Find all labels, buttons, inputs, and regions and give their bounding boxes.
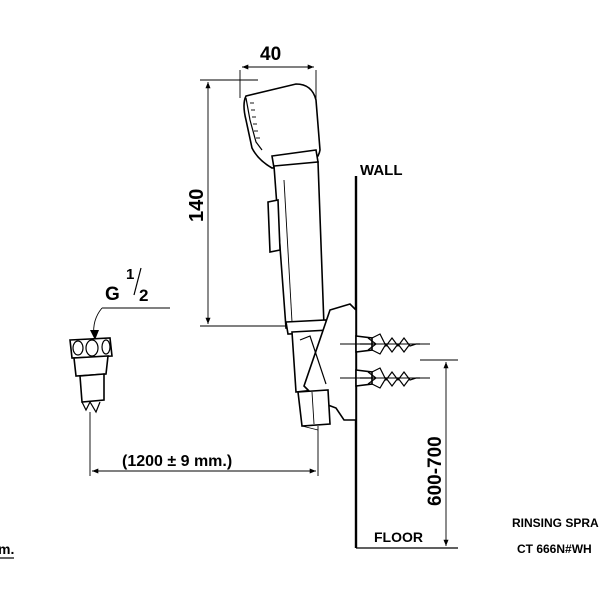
hose-length-value: (1200 ± 9 mm.) [122, 453, 232, 470]
floor-label: FLOOR [374, 529, 423, 545]
width-dimension-value: 40 [260, 44, 281, 65]
height-dimension: 140 [186, 79, 300, 327]
thread-g-label: G [105, 284, 120, 305]
unit-note-fragment: m. [0, 541, 14, 557]
thread-numerator: 1 [126, 266, 134, 283]
spray-head [243, 83, 329, 335]
model-number: CT 666N#WH [517, 542, 592, 556]
height-dimension-value: 140 [186, 189, 208, 222]
thread-callout: G 1 2 [90, 266, 170, 340]
wall-anchor-bottom [340, 367, 430, 389]
hose-length-dimension: (1200 ± 9 mm.) [89, 412, 319, 476]
wall-bracket [291, 303, 357, 427]
thread-denominator: 2 [139, 286, 148, 305]
width-dimension: 40 [239, 44, 317, 110]
hose-line [301, 425, 319, 431]
hose-connector [69, 337, 113, 414]
mount-height-value: 600-700 [425, 436, 446, 506]
product-title: RINSING SPRA [512, 516, 599, 530]
mount-height-dimension: 600-700 [420, 359, 458, 546]
wall-label: WALL [360, 162, 403, 179]
wall-anchor-top [340, 333, 430, 355]
